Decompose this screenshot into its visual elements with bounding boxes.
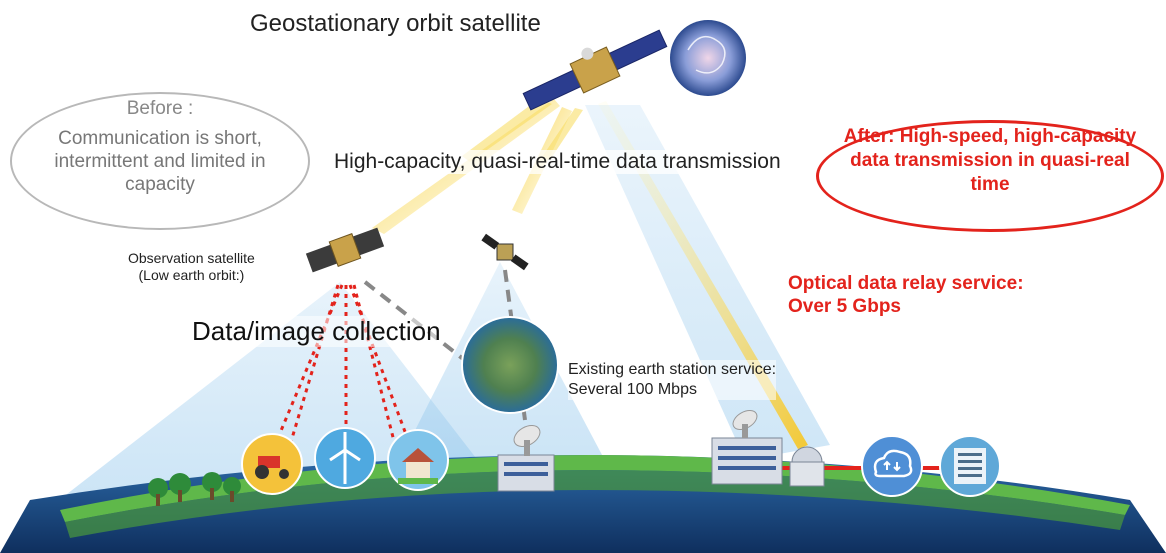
before-callout: Before : Communication is short, intermi… bbox=[10, 92, 310, 230]
laser-beam-4 bbox=[462, 98, 552, 162]
tractor-wheel bbox=[279, 469, 289, 479]
before-title: Before : bbox=[126, 98, 194, 119]
optical-line-2: Over 5 Gbps bbox=[788, 296, 901, 317]
satellite-dish-icon bbox=[513, 425, 541, 456]
collection-lines bbox=[273, 284, 412, 446]
ai-brain-icon bbox=[670, 20, 746, 96]
earth-station-building-icon bbox=[497, 454, 555, 492]
tractor-body bbox=[258, 456, 280, 468]
tractor-wheel bbox=[255, 465, 269, 479]
turbine-blades bbox=[329, 432, 361, 462]
optical-line-1: Optical data relay service: bbox=[788, 273, 1024, 294]
observation-satellite-label: Observation satellite (Low earth orbit:) bbox=[128, 250, 255, 284]
transmission-label: High-capacity, quasi-real-time data tran… bbox=[330, 150, 785, 174]
geostationary-satellite-icon bbox=[522, 29, 668, 111]
downlink-dashed-left bbox=[363, 280, 492, 382]
leo-satellite-icon bbox=[481, 233, 529, 271]
existing-station-label: Existing earth station service: Several … bbox=[568, 360, 777, 400]
data-collection-label: Data/image collection bbox=[192, 316, 441, 347]
house-roof bbox=[402, 448, 434, 462]
optical-station-building-icon bbox=[711, 437, 783, 485]
before-body: Communication is short, intermittent and… bbox=[54, 128, 266, 195]
cloud-upload-icon bbox=[861, 435, 923, 497]
optical-relay-label: Optical data relay service: Over 5 Gbps bbox=[788, 272, 1024, 318]
optical-dish-icon bbox=[732, 410, 758, 438]
after-callout: After: High-speed, high-capacity data tr… bbox=[816, 120, 1164, 232]
geostationary-satellite-label: Geostationary orbit satellite bbox=[250, 10, 541, 37]
ai-brain-circuit bbox=[687, 35, 726, 74]
observation-satellite-icon bbox=[305, 227, 385, 273]
existing-line-1: Existing earth station service: bbox=[568, 361, 777, 378]
laser-beam-5 bbox=[542, 108, 583, 160]
earth-land-band bbox=[65, 470, 1125, 538]
observation-line-2: (Low earth orbit:) bbox=[138, 267, 245, 283]
aerial-image-icon bbox=[461, 316, 559, 414]
observation-line-1: Observation satellite bbox=[128, 250, 255, 266]
cloud-shape bbox=[873, 449, 913, 478]
tree-icon bbox=[148, 472, 241, 506]
house-wall bbox=[406, 462, 430, 478]
up-down-arrows bbox=[883, 460, 901, 472]
after-body: After: High-speed, high-capacity data tr… bbox=[843, 126, 1137, 195]
observatory-dome-icon bbox=[789, 446, 825, 487]
house-lawn bbox=[398, 478, 438, 484]
existing-line-2: Several 100 Mbps bbox=[568, 381, 697, 398]
